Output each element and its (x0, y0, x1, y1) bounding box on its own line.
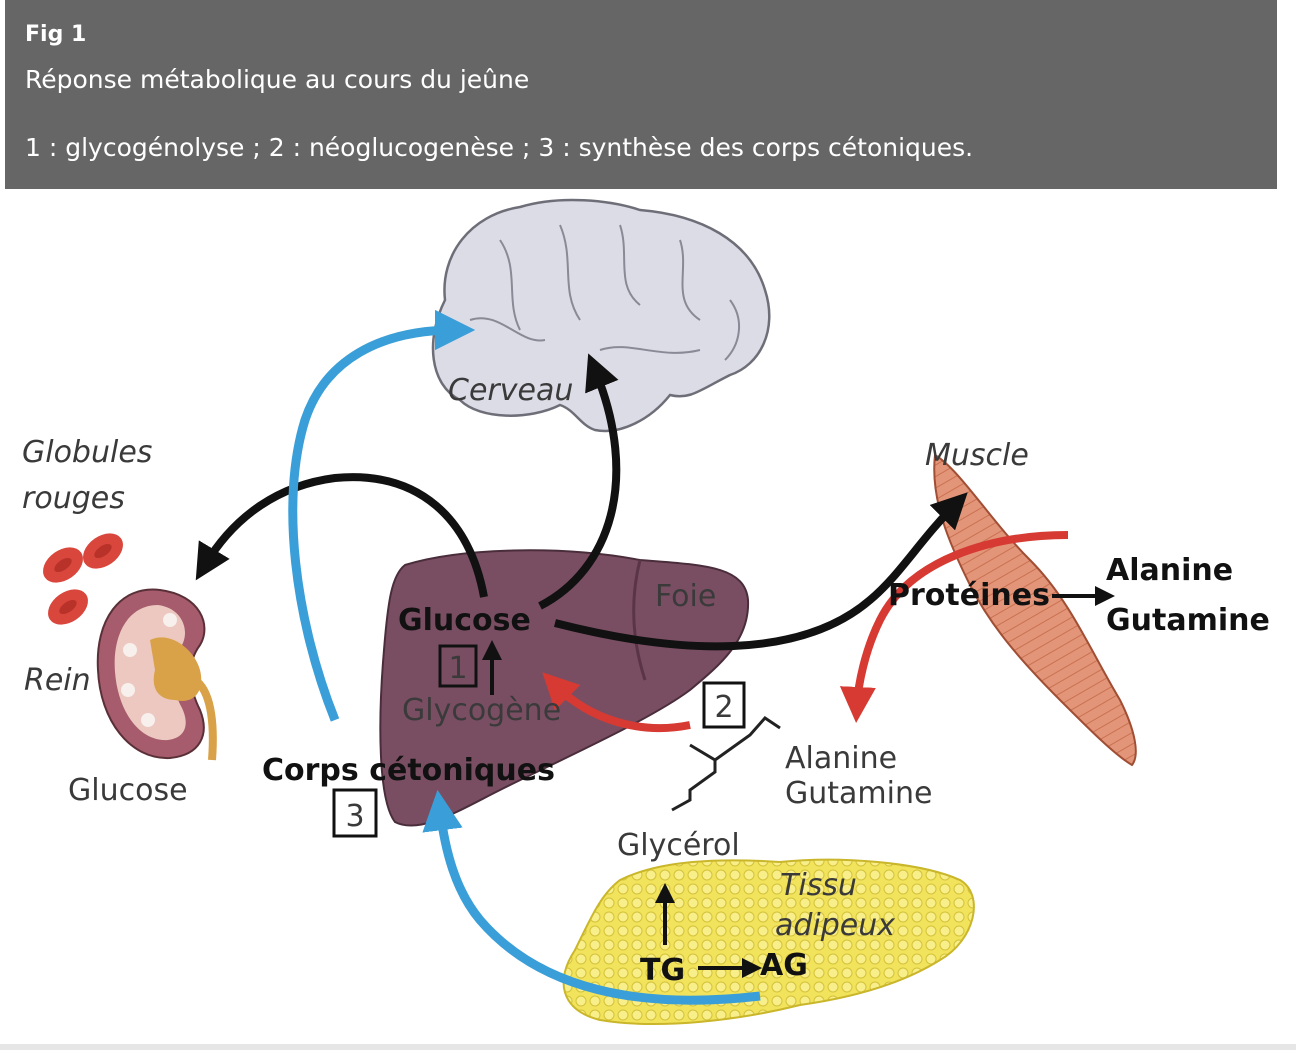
liver-glucose-label: Glucose (398, 603, 531, 638)
figure-label: Fig 1 (25, 22, 87, 47)
alanine-label: Alanine (785, 741, 897, 776)
muscle-alanine-label: Alanine (1106, 553, 1233, 588)
pathway-3-number: 3 (345, 799, 364, 834)
pathway-3-box: 3 (332, 788, 378, 838)
tg-label: TG (640, 953, 685, 988)
figure-title: Réponse métabolique au cours du jeûne (25, 65, 530, 94)
adipose-to-ketones-arrow (422, 789, 761, 1005)
adipose-label-line2: adipeux (775, 908, 895, 943)
bottom-divider (0, 1044, 1296, 1050)
kidney-glucose-label: Glucose (68, 773, 188, 808)
pathway-2-box: 2 (702, 681, 746, 729)
muscle-icon (933, 453, 1137, 767)
ketones-to-brain-arrow (288, 309, 476, 722)
red-cells-label-line2: rouges (22, 481, 125, 516)
liver-label: Foie (655, 579, 716, 614)
substrates-bracket (671, 716, 781, 812)
glycerol-label: Glycérol (617, 828, 740, 863)
glucose-to-muscle-arrow (554, 492, 968, 651)
figure-caption: Fig 1 Réponse métabolique au cours du je… (5, 0, 1277, 189)
figure-legend: 1 : glycogénolyse ; 2 : néoglucogenèse ;… (25, 133, 974, 162)
glutamine-label: Gutamine (785, 776, 932, 811)
muscle-glutamine-label: Gutamine (1106, 603, 1270, 638)
muscle-label: Muscle (925, 438, 1029, 473)
pathway-1-box: 1 (438, 644, 478, 688)
glucose-to-red-cells-arrow (195, 473, 488, 598)
metabolic-diagram: 1 2 3 Cerveau Globules rouges Rein Gluco… (22, 198, 1270, 1026)
adipose-label-line1: Tissu (780, 868, 857, 903)
ketone-bodies-label: Corps cétoniques (262, 753, 555, 788)
red-blood-cells-icon (43, 533, 123, 625)
glucose-to-brain-arrow (538, 353, 621, 610)
brain-icon (431, 198, 771, 433)
ag-label: AG (760, 948, 808, 983)
red-cells-label-line1: Globules (22, 435, 152, 470)
brain-label: Cerveau (448, 373, 573, 408)
kidney-label: Rein (24, 663, 91, 698)
kidney-icon (96, 588, 217, 761)
muscle-proteins-release-arrow (839, 531, 1069, 723)
pathway-2-number: 2 (714, 690, 733, 725)
glycogen-label: Glycogène (402, 693, 561, 728)
neoglucogenesis-to-liver-arrow (542, 672, 691, 732)
proteins-label: Protéines (888, 578, 1050, 613)
pathway-1-number: 1 (448, 651, 467, 686)
